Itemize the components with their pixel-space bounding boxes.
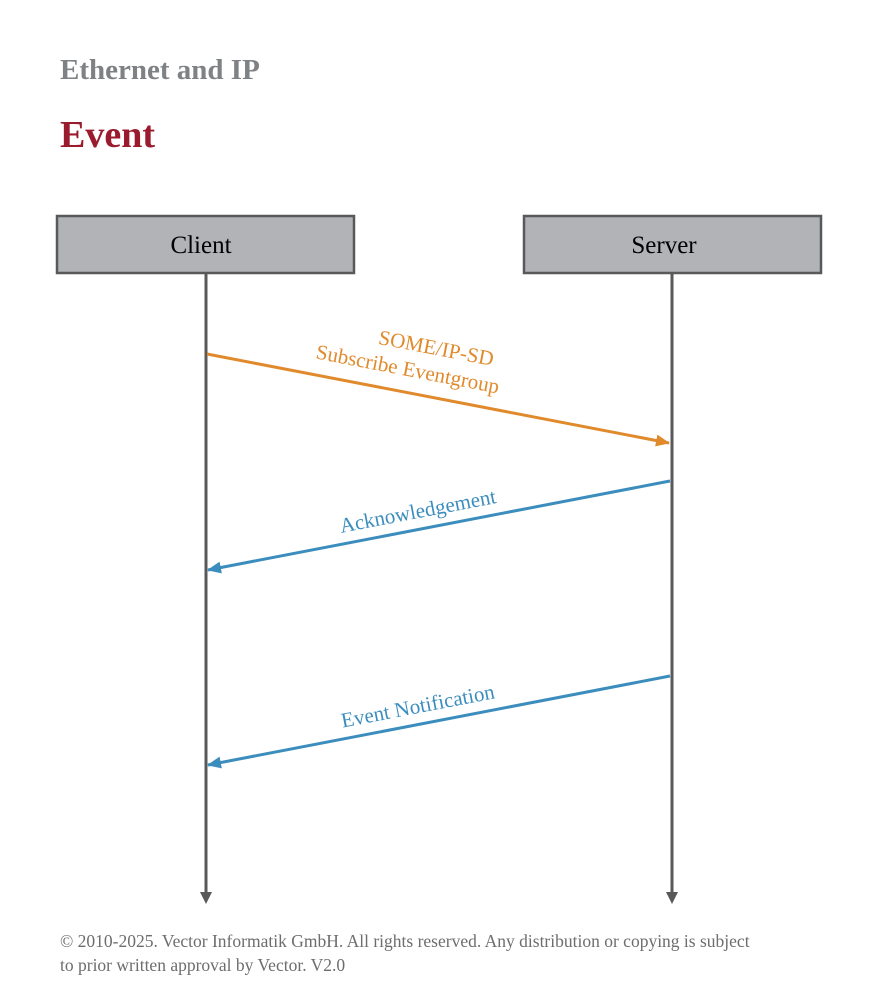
participant-server: Server <box>522 214 823 275</box>
participant-client: Client <box>55 214 356 275</box>
participant-client-box <box>55 214 356 275</box>
copyright-line-2: to prior written approval by Vector. V2.… <box>60 955 346 975</box>
copyright-footer: © 2010-2025. Vector Informatik GmbH. All… <box>60 929 860 977</box>
page-supertitle: Ethernet and IP <box>60 54 260 86</box>
message-acknowledgement-arrow <box>207 479 671 574</box>
message-event-notification-arrow <box>207 674 671 769</box>
page-title: Event <box>60 114 155 156</box>
copyright-line-1: © 2010-2025. Vector Informatik GmbH. All… <box>60 931 750 951</box>
participant-client-label: Client <box>170 232 231 259</box>
message-subscribe-label: SOME/IP-SD Subscribe Eventgroup <box>314 325 501 398</box>
message-subscribe-arrow <box>206 352 670 447</box>
participant-server-label: Server <box>631 232 697 259</box>
participant-server-box <box>522 214 823 275</box>
